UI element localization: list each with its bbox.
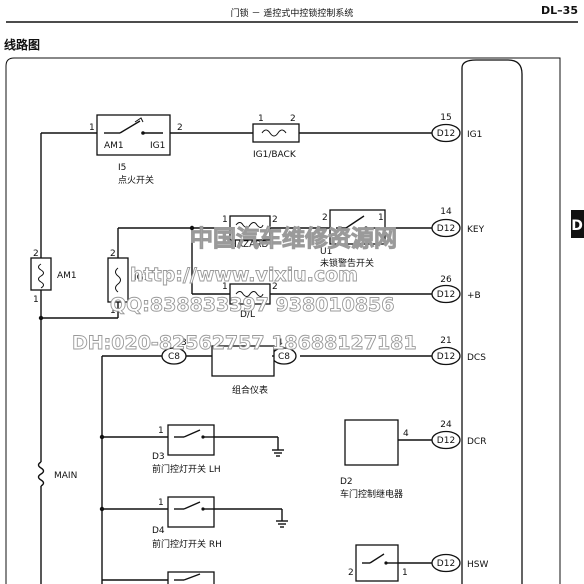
- main-fusible-link: [36, 461, 46, 487]
- fuse-ig1-pin-top: 2: [110, 249, 116, 259]
- ig-switch-term-ig1: IG1: [150, 141, 165, 151]
- ecu-connector-label: D12: [437, 559, 455, 569]
- watermark-line3: QQ:838833397 938010856: [110, 294, 394, 316]
- ecu-term-hsw: HSW: [467, 560, 488, 570]
- page-number: DL–35: [541, 4, 578, 17]
- d2-name: 车门控制继电器: [340, 488, 403, 500]
- fuse-am1: [30, 257, 52, 291]
- fuse-am1-pin-bottom: 1: [33, 295, 39, 305]
- ecu-connector-dcs: [431, 346, 461, 366]
- hsw-pin-right: 1: [402, 568, 408, 578]
- d4-pin: 1: [158, 498, 164, 508]
- ecu-connector-label: D12: [437, 436, 455, 446]
- meter-pin-right: 4: [277, 338, 283, 348]
- door-switch-partial: [167, 571, 215, 584]
- meter-name: 组合仪表: [232, 384, 268, 396]
- fuse-ig1-back-name: IG1/BACK: [253, 150, 297, 160]
- fuse-dl-pin-right: 2: [272, 282, 278, 292]
- u1-pin-left: 2: [322, 213, 328, 223]
- ig-switch-pin-left: 1: [89, 123, 95, 133]
- door-control-relay: [344, 419, 399, 466]
- ecu-connector-hsw: [431, 553, 461, 573]
- c8-right-label: C8: [278, 352, 290, 362]
- section-title: 线路图: [4, 37, 40, 52]
- hsw-pin-left: 2: [348, 568, 354, 578]
- watermark-line1: 中国汽车维修资源网: [190, 225, 397, 252]
- door-switch-lh: [167, 424, 284, 457]
- junction-dot: [99, 434, 105, 440]
- ecu-connector-plusb: [431, 284, 461, 304]
- fuse-hazard: [229, 215, 271, 241]
- d3-id: D3: [152, 452, 165, 462]
- ecu-body: [461, 59, 523, 584]
- ecu-pin-ig1: 15: [440, 113, 451, 123]
- ig-switch-term-am1: AM1: [104, 141, 124, 151]
- d3-pin: 1: [158, 426, 164, 436]
- door-switch-rh: [167, 496, 288, 528]
- d3-name: 前门控灯开关 LH: [152, 463, 221, 475]
- hsw-switch: [355, 544, 399, 582]
- ecu-term-plusb: +B: [467, 291, 481, 301]
- fuse-ig1: [107, 257, 129, 303]
- junction-dot: [189, 225, 195, 231]
- junction-dot: [38, 315, 44, 321]
- watermark-line4: DH:020-82562757 18688127181: [72, 332, 417, 354]
- diagram-frame: [5, 57, 561, 584]
- fuse-ig1-back-pin-right: 2: [290, 114, 296, 124]
- fuse-hazard-name: HAZARD: [230, 240, 269, 250]
- ecu-connector-label: D12: [437, 129, 455, 139]
- fuse-ig1-name: IG1: [134, 273, 149, 283]
- ecu-connector-label: D12: [437, 290, 455, 300]
- ecu-term-ig1: IG1: [467, 130, 482, 140]
- fuse-dl: [229, 283, 271, 305]
- ecu-connector-dcr: [431, 430, 461, 450]
- fuse-dl-name: D/L: [240, 310, 255, 320]
- side-tab-label: D: [571, 218, 583, 234]
- ecu-term-dcr: DCR: [467, 437, 486, 447]
- header-title: 门锁 － 遥控式中控锁控制系统: [231, 7, 354, 19]
- u1-pin-right: 1: [378, 213, 384, 223]
- ig-switch-name: 点火开关: [118, 174, 154, 186]
- ecu-term-dcs: DCS: [467, 353, 486, 363]
- watermark-line2: http://www.vixiu.com: [130, 264, 358, 286]
- c8-left-label: C8: [168, 352, 180, 362]
- fuse-hazard-pin-left: 1: [222, 215, 228, 225]
- ig-switch-id: I5: [118, 163, 126, 173]
- fuse-ig1-pin-bottom: 1: [110, 306, 116, 316]
- d2-pin: 4: [403, 429, 409, 439]
- fuse-ig1-back-pin-left: 1: [258, 114, 264, 124]
- ecu-pin-key: 14: [440, 207, 452, 217]
- ecu-connector-label: D12: [437, 352, 455, 362]
- ecu-connector-label: D12: [437, 224, 455, 234]
- ig-switch-pin-right: 2: [177, 123, 183, 133]
- ecu-term-key: KEY: [467, 225, 485, 235]
- ignition-switch: [96, 114, 171, 156]
- ecu-pin-plusb: 26: [440, 275, 452, 285]
- main-fuse-name: MAIN: [54, 471, 77, 481]
- junction-dot: [99, 506, 105, 512]
- ecu-pin-dcs: 21: [440, 336, 451, 346]
- meter-pin-left: 3: [181, 338, 187, 348]
- fuse-am1-pin-top: 2: [33, 249, 39, 259]
- fuse-am1-name: AM1: [57, 271, 77, 281]
- unlock-warning-switch: [329, 209, 386, 245]
- u1-id: U1: [320, 247, 332, 257]
- side-tab: [571, 210, 584, 238]
- fuse-ig1-back: [252, 123, 300, 143]
- ecu-pin-dcr: 24: [440, 420, 452, 430]
- d4-id: D4: [152, 526, 165, 536]
- ecu-connector-key: [431, 218, 461, 238]
- d2-id: D2: [340, 477, 353, 487]
- u1-name: 未锁警告开关: [320, 257, 374, 269]
- d4-name: 前门控灯开关 RH: [152, 538, 222, 550]
- ecu-connector-ig1: [431, 123, 461, 143]
- combination-meter-box: [211, 345, 275, 377]
- fuse-dl-pin-left: 1: [222, 282, 228, 292]
- fuse-hazard-pin-right: 2: [272, 215, 278, 225]
